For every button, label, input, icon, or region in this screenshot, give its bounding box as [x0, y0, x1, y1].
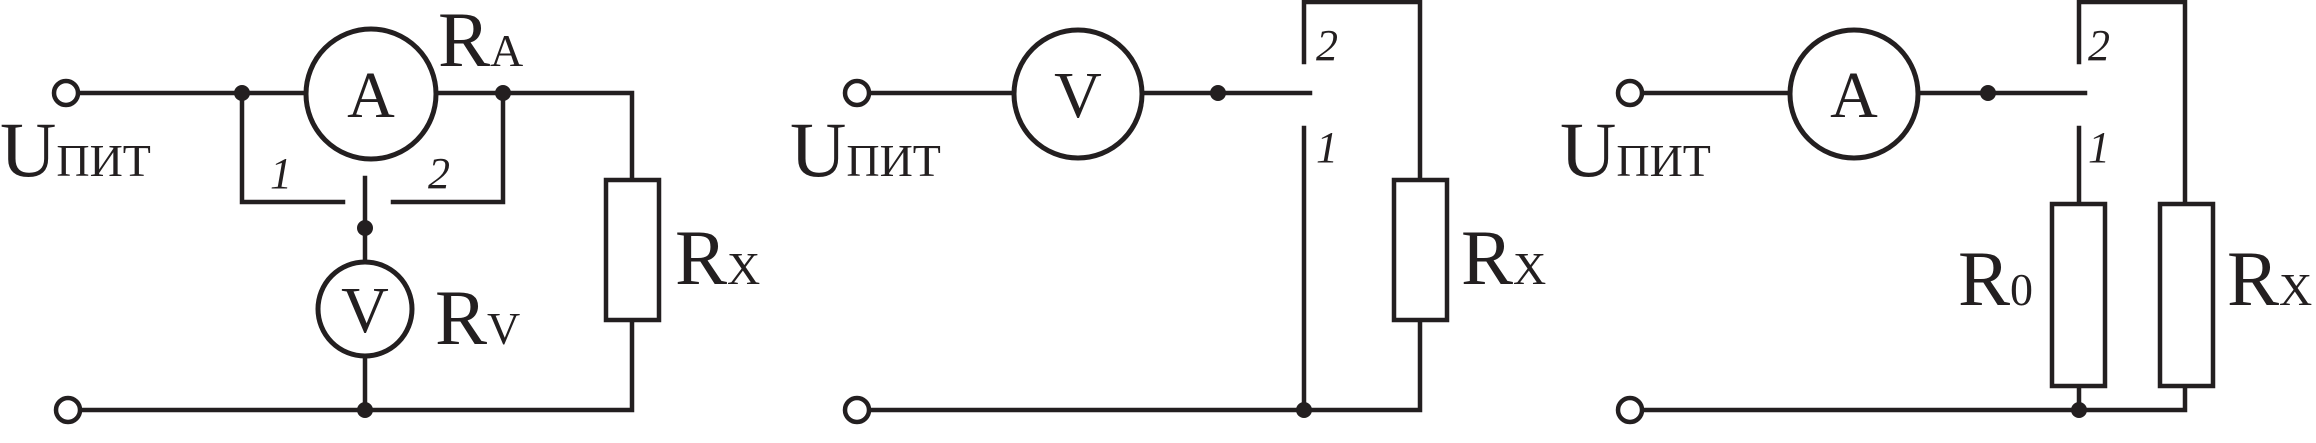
c1-rv-main: R	[435, 274, 487, 361]
c1-ammeter	[303, 26, 439, 162]
c1-ammeter-symbol: A	[347, 59, 395, 132]
c1-voltmeter	[315, 259, 415, 359]
c2-resistor-rx	[1391, 177, 1450, 323]
c2-supply-sub: ПИТ	[846, 135, 941, 186]
c2-switch-pivot	[1210, 85, 1226, 101]
c2-supply-terminal-bottom	[842, 395, 872, 425]
c3-supply-sub: ПИТ	[1616, 135, 1711, 186]
c2-supply-label: UПИТ	[790, 106, 941, 193]
c2-switch-pos-1: 1	[1316, 123, 1338, 172]
c2-rx-main: R	[1461, 214, 1513, 301]
c1-rx-main: R	[675, 214, 727, 301]
c1-voltmeter-symbol: V	[341, 274, 389, 347]
c3-switch-pos-2: 2	[2088, 21, 2110, 70]
c1-supply-terminal-top	[51, 78, 81, 108]
c3-resistor-rx	[2157, 201, 2216, 389]
c1-switch-pos-1: 1	[270, 149, 292, 198]
c3-supply-terminal-top	[1615, 78, 1645, 108]
c2-voltmeter-symbol: V	[1054, 59, 1102, 132]
c3-rx-lower-wire	[2076, 383, 2188, 413]
c1-supply-main: U	[0, 106, 56, 193]
c1-ammeter-resistance-label: RA	[438, 0, 523, 83]
c3-switch-contact-2	[2076, 0, 2188, 207]
c1-supply-sub: ПИТ	[56, 135, 151, 186]
c3-supply-label: UПИТ	[1560, 106, 1711, 193]
c3-ammeter	[1787, 27, 1921, 161]
c1-rx-label: RX	[675, 214, 760, 301]
c1-voltmeter-resistance-label: RV	[435, 274, 520, 361]
c3-resistor-r0	[2049, 201, 2108, 389]
c3-node-bottom	[2071, 402, 2087, 418]
c1-rv-sub: V	[487, 303, 520, 354]
c1-node-bottom	[357, 402, 373, 418]
c3-r0-main: R	[1958, 235, 2010, 322]
c2-supply-terminal-top	[842, 78, 872, 108]
c1-switch-pivot	[357, 220, 373, 236]
c2-switch-contact-2	[1301, 0, 1423, 183]
circuit-1: A V UПИТ RA RV RX 1 2	[0, 0, 760, 425]
circuit-2: V UПИТ RX 2 1	[790, 0, 1546, 425]
c1-supply-label: UПИТ	[0, 106, 151, 193]
c1-switch-pos-2: 2	[428, 149, 450, 198]
c3-r0-label: R0	[1958, 235, 2033, 322]
c3-switch-pivot	[1980, 85, 1996, 101]
c1-resistor-rx	[603, 177, 662, 323]
c2-supply-main: U	[790, 106, 846, 193]
c1-rx-sub: X	[727, 243, 760, 294]
c3-rx-main: R	[2227, 235, 2279, 322]
c3-rx-sub: X	[2279, 264, 2312, 315]
c3-ammeter-symbol: A	[1830, 59, 1878, 132]
c3-bottom-wire	[1629, 383, 2082, 413]
c1-node-right	[495, 85, 511, 101]
c3-supply-terminal-bottom	[1615, 395, 1645, 425]
c3-supply-main: U	[1560, 106, 1616, 193]
c1-bypass-left	[239, 90, 346, 205]
c1-ra-sub: A	[490, 25, 523, 76]
c2-node-bottom	[1296, 402, 1312, 418]
c3-rx-label: RX	[2227, 235, 2312, 322]
c1-bypass-right	[390, 90, 506, 205]
c2-rx-sub: X	[1513, 243, 1546, 294]
c2-switch-pos-2: 2	[1316, 21, 1338, 70]
circuit-3: A UПИТ R0 RX 2 1	[1560, 0, 2312, 425]
c3-switch-pos-1: 1	[2088, 123, 2110, 172]
c1-rx-lower-wire	[77, 319, 635, 413]
c2-rx-label: RX	[1461, 214, 1546, 301]
c1-ra-main: R	[438, 0, 490, 83]
c1-node-left	[234, 85, 250, 101]
c2-rx-lower-wire	[857, 317, 1423, 413]
c2-voltmeter	[1011, 27, 1145, 161]
c1-supply-terminal-bottom	[53, 395, 83, 425]
c3-r0-sub: 0	[2010, 264, 2033, 315]
